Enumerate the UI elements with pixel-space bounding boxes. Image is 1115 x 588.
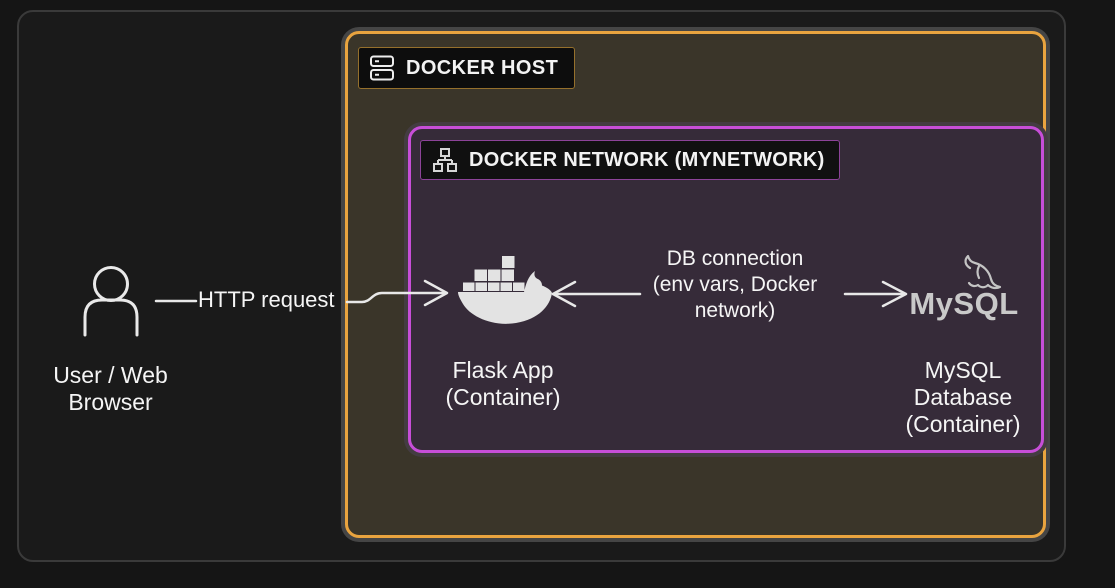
docker-network-label-text: DOCKER NETWORK (MYNETWORK) <box>469 148 825 171</box>
docker-whale-icon <box>455 251 555 331</box>
person-icon <box>80 257 142 337</box>
user-node-label: User / Web Browser <box>53 362 168 415</box>
mysql-node-label: MySQL Database (Container) <box>905 357 1021 437</box>
docker-host-label-text: DOCKER HOST <box>406 56 559 79</box>
mysql-dolphin-icon <box>958 253 1012 295</box>
mysql-wordmark: MySQL <box>909 286 1019 321</box>
server-stack-icon <box>369 54 395 82</box>
docker-host-label: DOCKER HOST <box>358 47 576 89</box>
network-tree-icon <box>432 147 458 173</box>
flask-node-label: Flask App (Container) <box>445 357 561 410</box>
http-request-edge-label: HTTP request <box>198 287 335 312</box>
db-connection-edge-label: DB connection (env vars, Docker network) <box>652 247 818 322</box>
docker-network-label: DOCKER NETWORK (MYNETWORK) <box>420 140 840 180</box>
